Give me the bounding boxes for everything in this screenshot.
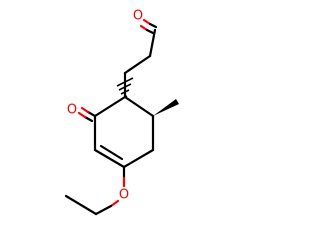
ketone-oxygen-label: O: [67, 103, 77, 118]
aldehyde-double-bond-2-c: [145, 28, 155, 35]
ketone-bond-2-o: [77, 111, 87, 119]
ring-bond-c1-c2: [93, 95, 127, 118]
ketone-bond-1: [86, 110, 97, 118]
molecule-structure: O O O: [64, 9, 179, 216]
ether-bond-2-o: [109, 199, 120, 208]
chain-bond-2: [123, 54, 152, 75]
ketone-bond-2: [83, 115, 94, 123]
methyl-wedge-bond: [153, 99, 179, 116]
ether-oxygen-label: O: [119, 188, 129, 203]
ring-bond-c6-c1: [123, 95, 155, 118]
chain-bond-1: [148, 28, 157, 58]
atom-labels: O O O: [67, 9, 143, 203]
ring-bond-c4-c5: [122, 148, 155, 169]
aldehyde-double-bond-1-c: [148, 22, 158, 29]
hashed-wedge-bond: [116, 77, 134, 99]
ether-bond-2: [94, 204, 113, 216]
ketone-bond-1-o: [80, 106, 90, 114]
ring-bond-c3-c4-double: [99, 144, 124, 161]
aldehyde-double-bond-1: [142, 18, 152, 26]
bonds: [64, 18, 179, 216]
ethyl-bond: [64, 194, 98, 216]
aldehyde-oxygen-label: O: [133, 9, 143, 24]
ring-bond-c3-c4: [93, 148, 126, 169]
aldehyde-double-bond-2: [139, 24, 149, 32]
